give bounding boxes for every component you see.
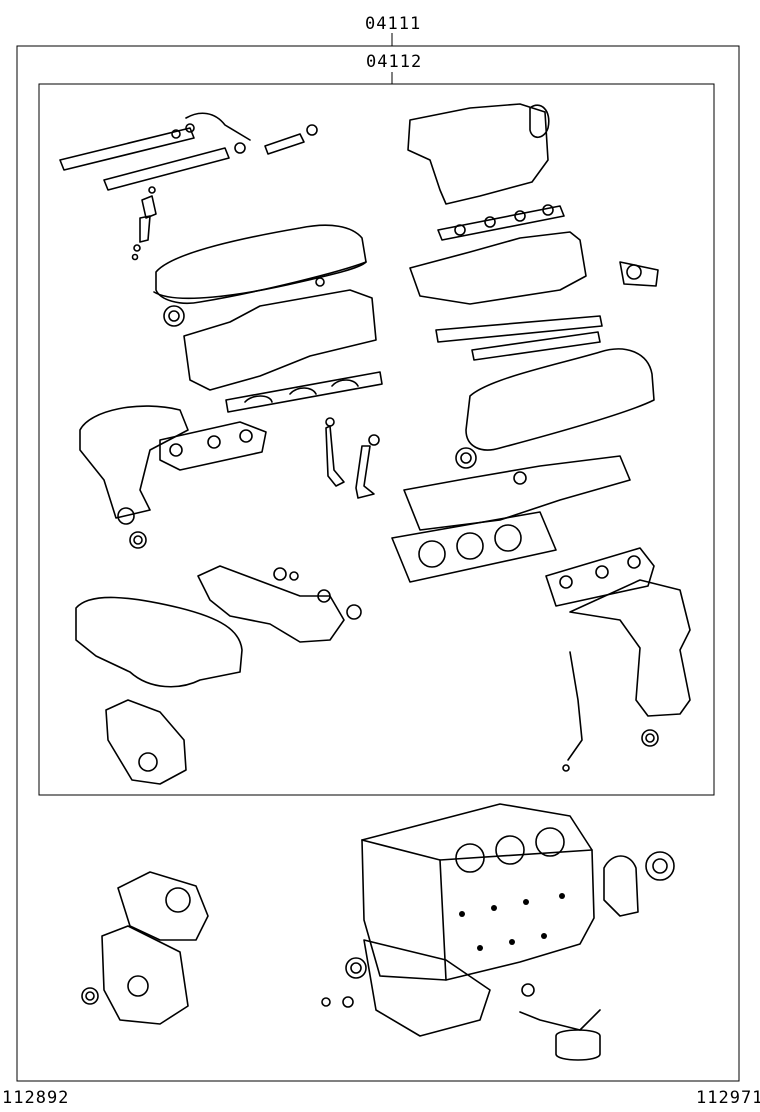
- intake-valve: [325, 417, 345, 487]
- right-footer-code: 112971: [696, 1088, 760, 1108]
- timing-cover-assembly: [81, 871, 209, 1025]
- engine-block: [321, 803, 595, 1037]
- cylinder-head-gasket: [391, 511, 557, 583]
- intake-manifold-lower: [409, 231, 659, 305]
- cylinder-head-cover-left: [153, 224, 367, 327]
- exhaust-valve: [355, 434, 380, 499]
- inner-kit-part-number: 04112: [366, 52, 423, 72]
- exhaust-manifold-left: [79, 405, 267, 549]
- timing-cover-lower: [105, 699, 187, 785]
- oil-strainer: [519, 983, 601, 1061]
- timing-belt-cover: [75, 565, 362, 688]
- inner-kit-frame: [38, 83, 715, 796]
- exhaust-manifold-right: [545, 547, 691, 747]
- outer-kit-frame: [16, 45, 740, 1082]
- fuel-injector: [131, 186, 157, 261]
- cylinder-head-cover-right: [455, 348, 655, 485]
- cylinder-head-left: [183, 289, 383, 413]
- intake-manifold-gaskets: [435, 204, 603, 361]
- oil-dipstick-tube: [562, 651, 583, 772]
- cylinder-head-right: [403, 455, 631, 531]
- left-footer-code: 112892: [2, 1088, 70, 1108]
- outer-kit-part-number: 04111: [365, 14, 422, 34]
- rear-oil-seal-retainer: [603, 851, 675, 917]
- intake-plenum: [407, 103, 550, 205]
- fuel-rail-assembly: [59, 112, 318, 191]
